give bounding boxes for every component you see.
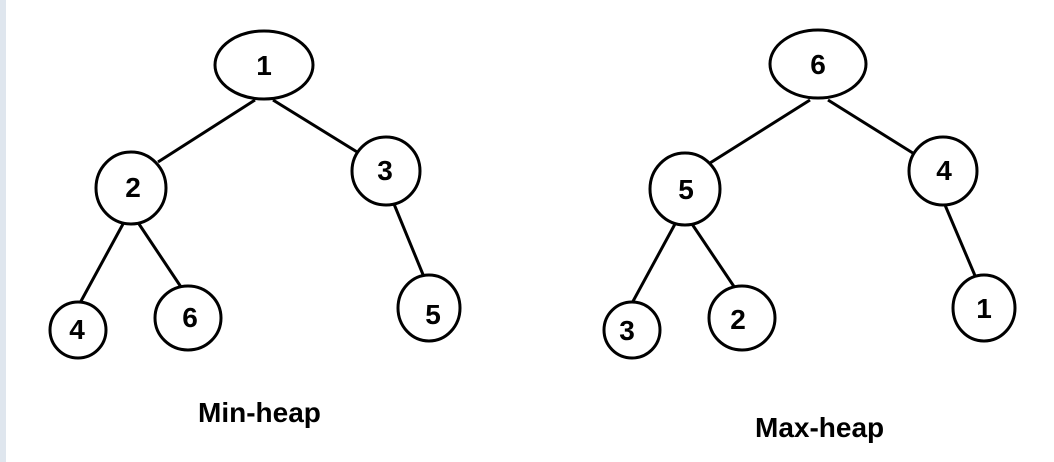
min-node-left-left — [48, 300, 108, 360]
edge-min-1-3 — [272, 98, 363, 157]
min-node-left-left-label: 4 — [69, 314, 85, 345]
max-node-left-left — [602, 300, 662, 360]
edge-max-5-3 — [629, 223, 677, 306]
max-node-right-right-label: 1 — [976, 293, 992, 324]
edge-min-2-6 — [137, 223, 185, 291]
min-node-right-right-label: 5 — [425, 299, 441, 330]
min-node-left-right — [153, 284, 223, 352]
left-edge-strip — [0, 0, 6, 462]
edge-max-5-2 — [690, 223, 739, 292]
max-node-root — [768, 28, 868, 100]
max-node-left-label: 5 — [678, 174, 694, 205]
edge-max-6-5 — [709, 98, 811, 165]
max-node-left-left-label: 3 — [619, 315, 635, 346]
max-node-right-right — [951, 273, 1017, 343]
edge-max-4-1 — [943, 204, 978, 279]
edge-min-2-4 — [78, 223, 125, 304]
min-node-right-label: 3 — [377, 155, 393, 186]
edge-max-6-4 — [827, 98, 917, 157]
max-node-left — [648, 151, 722, 227]
min-node-right — [350, 135, 422, 207]
min-node-root — [213, 29, 315, 101]
edge-min-1-2 — [157, 98, 256, 164]
max-node-right-label: 4 — [936, 155, 952, 186]
min-node-root-label: 1 — [256, 50, 272, 81]
max-node-root-label: 6 — [810, 49, 826, 80]
max-heap-caption: Max-heap — [755, 412, 885, 443]
min-node-left-right-label: 6 — [182, 302, 198, 333]
edge-min-3-5 — [392, 203, 426, 278]
max-node-left-right — [707, 284, 777, 352]
min-node-right-right — [396, 273, 462, 343]
min-node-left — [94, 150, 168, 226]
min-heap-caption: Min-heap — [198, 397, 321, 428]
min-node-left-label: 2 — [125, 172, 141, 203]
max-node-left-right-label: 2 — [730, 304, 746, 335]
max-node-right — [907, 135, 979, 207]
